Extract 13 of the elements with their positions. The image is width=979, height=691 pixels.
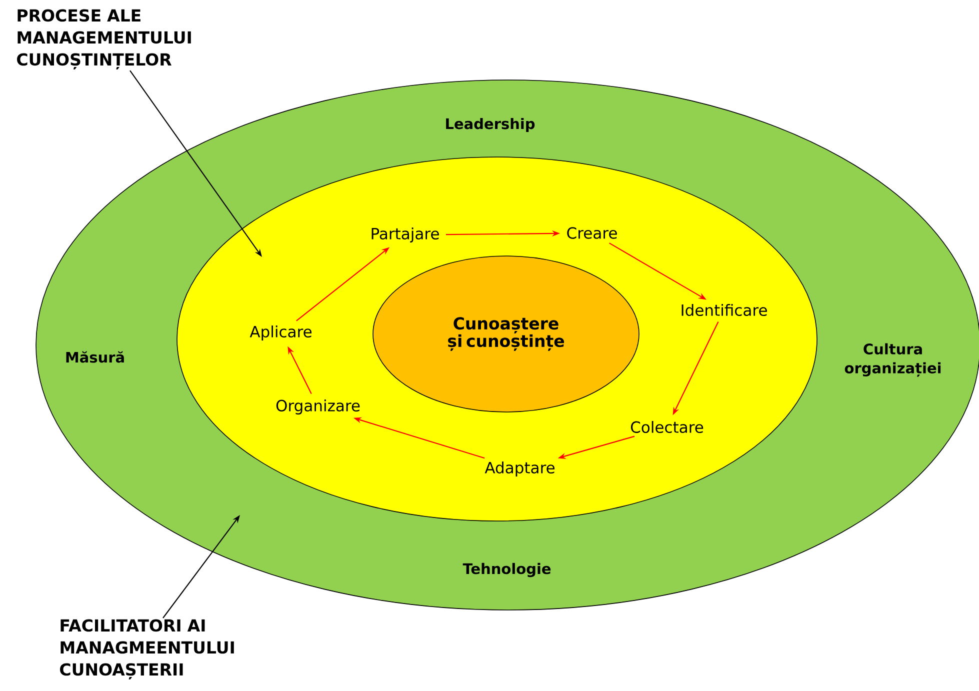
band-label: Cultura organizației <box>844 343 941 377</box>
step-label: Identificare <box>682 304 767 316</box>
heading-text: PROCESE ALE MANAGEMENTULUI CUNOȘTINȚELOR <box>17 9 191 70</box>
step-label: Aplicare <box>250 326 312 340</box>
heading-text: FACILITATORI AI MANAGMEENTULUI CUNOAȘTERII <box>60 619 234 680</box>
band-label: Tehnologie <box>462 562 551 578</box>
step-label: Organizare <box>276 400 360 414</box>
band-label: Măsură <box>66 351 124 363</box>
step-label: Adaptare <box>484 462 555 476</box>
band-label: Leadership <box>446 118 535 132</box>
step-label: Colectare <box>630 421 704 433</box>
step-label: Creare <box>567 227 617 239</box>
step-label: Partajare <box>372 228 439 242</box>
